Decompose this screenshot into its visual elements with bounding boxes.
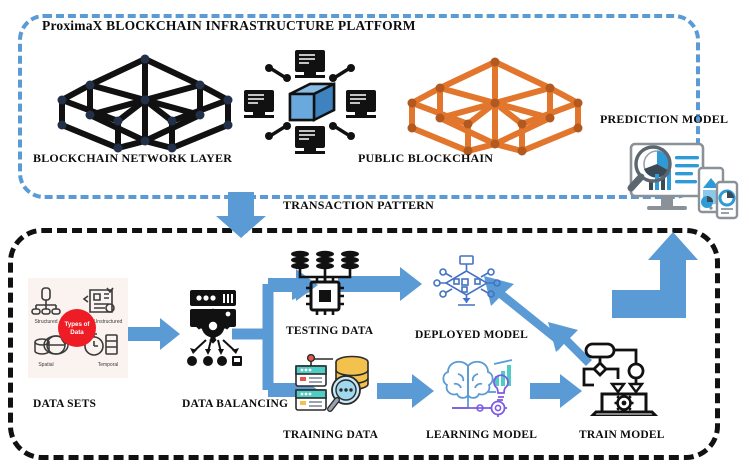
- data-balancing-label: DATA BALANCING: [182, 398, 289, 410]
- learning-model-label: LEARNING MODEL: [426, 429, 538, 441]
- svg-text:Data: Data: [70, 329, 84, 336]
- cpu-chip-icon: [291, 250, 359, 315]
- structured-label: Structured: [34, 319, 57, 325]
- server-gear-icon: [187, 290, 242, 366]
- deployed-model-label: DEPLOYED MODEL: [415, 329, 529, 341]
- unstructured-label: Unstructured: [94, 319, 123, 325]
- hexagon-lattice-icon-orange: [407, 57, 583, 156]
- types-of-data-icon: Structured Unstructured Spatial Temporal: [28, 278, 128, 378]
- training-data-label: TRAINING DATA: [283, 429, 379, 441]
- dashboard-devices-icon: [627, 142, 739, 220]
- data-sets-label: DATA SETS: [33, 398, 97, 410]
- prediction-model-label: PREDICTION MODEL: [600, 112, 729, 126]
- testing-data-label: TESTING DATA: [286, 325, 374, 337]
- brain-analytics-icon: [442, 359, 513, 417]
- train-model-label: TRAIN MODEL: [579, 429, 665, 441]
- blockchain-network-layer-label: BLOCKCHAIN NETWORK LAYER: [33, 151, 233, 165]
- ml-pipeline-panel: [8, 228, 720, 460]
- transaction-pattern-label: TRANSACTION PATTERN: [283, 198, 435, 212]
- types-of-data-center: [58, 309, 96, 347]
- neural-network-icon: [433, 255, 501, 306]
- cube-monitors-icon: [244, 50, 376, 154]
- laptop-flowchart-icon: [582, 342, 659, 416]
- hexagon-lattice-icon-black: [57, 54, 233, 153]
- temporal-label: Temporal: [98, 362, 119, 368]
- page-title: ProximaX BLOCKCHAIN INFRASTRUCTURE PLATF…: [42, 18, 416, 33]
- public-blockchain-label: PUBLIC BLOCKCHAIN: [358, 151, 494, 165]
- database-magnifier-icon: [295, 354, 369, 412]
- svg-text:Types of: Types of: [65, 321, 91, 328]
- blockchain-platform-panel: [18, 14, 700, 199]
- spatial-label: Spatial: [38, 362, 53, 368]
